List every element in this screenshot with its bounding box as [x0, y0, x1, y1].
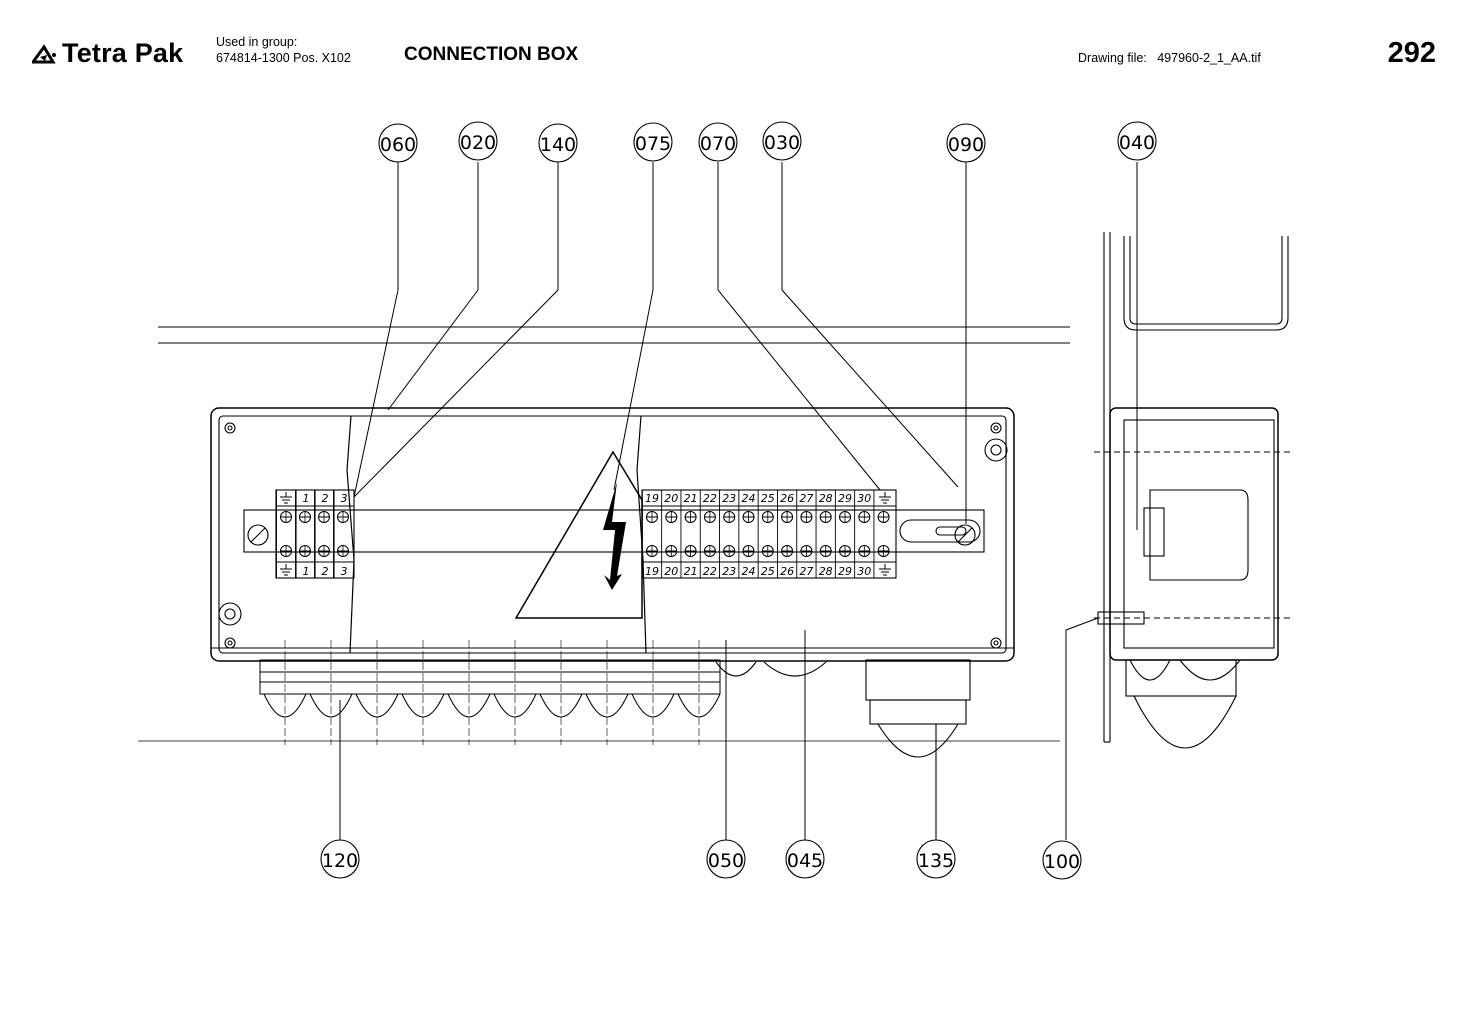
svg-text:100: 100 [1044, 851, 1080, 873]
terminal-number: 23 [722, 492, 736, 505]
callout-020: 020 [458, 121, 498, 161]
svg-text:020: 020 [460, 132, 496, 154]
terminal-number: 3 [341, 492, 348, 505]
used-in-group: Used in group: 674814-1300 Pos. X102 [216, 34, 351, 66]
terminal-number: 2 [322, 492, 329, 505]
terminal-number: 30 [857, 565, 871, 578]
svg-text:135: 135 [918, 850, 954, 872]
terminal-number: 23 [722, 565, 736, 578]
terminal-number: 27 [799, 492, 813, 505]
terminal-number: 26 [780, 565, 794, 578]
drawing-file: Drawing file: 497960-2_1_AA.tif [1078, 51, 1261, 65]
tetra-pak-logo: Tetra Pak [32, 38, 183, 69]
callout-060: 060 [378, 123, 418, 163]
terminal-screws [276, 490, 891, 578]
terminal-number: 27 [799, 565, 813, 578]
drawing-file-label: Drawing file: [1078, 51, 1147, 65]
terminal-number: 25 [761, 492, 775, 505]
svg-text:060: 060 [380, 134, 416, 156]
terminal-number: 26 [780, 492, 794, 505]
terminal-number: 24 [742, 565, 756, 578]
callout-040: 040 [1117, 121, 1157, 161]
used-in-label: Used in group: [216, 35, 298, 49]
drawing-file-value: 497960-2_1_AA.tif [1157, 51, 1261, 65]
terminal-number: 20 [664, 492, 678, 505]
terminal-number: 21 [684, 565, 698, 578]
terminal-number: 28 [819, 492, 833, 505]
svg-text:090: 090 [948, 134, 984, 156]
svg-text:140: 140 [540, 134, 576, 156]
callout-140: 140 [538, 123, 578, 163]
terminal-number: 22 [703, 565, 717, 578]
svg-text:120: 120 [322, 850, 358, 872]
brand-name: Tetra Pak [62, 38, 184, 68]
used-in-value: 674814-1300 Pos. X102 [216, 51, 351, 65]
svg-text:040: 040 [1119, 132, 1155, 154]
terminal-number: 30 [857, 492, 871, 505]
svg-text:070: 070 [700, 133, 736, 155]
right-terminal-top-labels: 19 20 21 22 23 24 25 26 27 28 29 30 [645, 492, 871, 505]
callout-045: 045 [785, 839, 825, 879]
callout-135: 135 [916, 839, 956, 879]
callout-120: 120 [320, 839, 360, 879]
callout-075: 075 [633, 122, 673, 162]
svg-text:050: 050 [708, 850, 744, 872]
callout-050: 050 [706, 839, 746, 879]
tetra-pak-logo-icon [32, 43, 56, 63]
terminal-number: 29 [838, 565, 852, 578]
callout-090: 090 [946, 123, 986, 163]
callout-100: 100 [1042, 840, 1082, 880]
terminal-number: 19 [645, 492, 659, 505]
page-title: CONNECTION BOX [404, 44, 579, 65]
callout-030: 030 [762, 121, 802, 161]
terminal-number: 22 [703, 492, 717, 505]
terminal-number: 28 [819, 565, 833, 578]
terminal-number: 1 [303, 565, 310, 578]
svg-text:075: 075 [635, 133, 671, 155]
lightning-bolt-icon [603, 482, 626, 590]
terminal-number: 19 [645, 565, 659, 578]
terminal-number: 24 [742, 492, 756, 505]
terminal-number: 2 [322, 565, 329, 578]
terminal-number: 20 [664, 565, 678, 578]
terminal-number: 25 [761, 565, 775, 578]
terminal-number: 21 [684, 492, 698, 505]
page-number: 292 [1387, 37, 1436, 69]
cable-gland-domes [263, 640, 721, 745]
terminal-number: 29 [838, 492, 852, 505]
svg-text:045: 045 [787, 850, 823, 872]
terminal-number: 1 [303, 492, 310, 505]
terminal-number: 3 [341, 565, 348, 578]
svg-text:030: 030 [764, 132, 800, 154]
right-terminal-bottom-labels: 19 20 21 22 23 24 25 26 27 28 29 30 [645, 565, 871, 578]
page-header: Tetra Pak Used in group: 674814-1300 Pos… [0, 0, 1462, 100]
callout-070: 070 [698, 122, 738, 162]
